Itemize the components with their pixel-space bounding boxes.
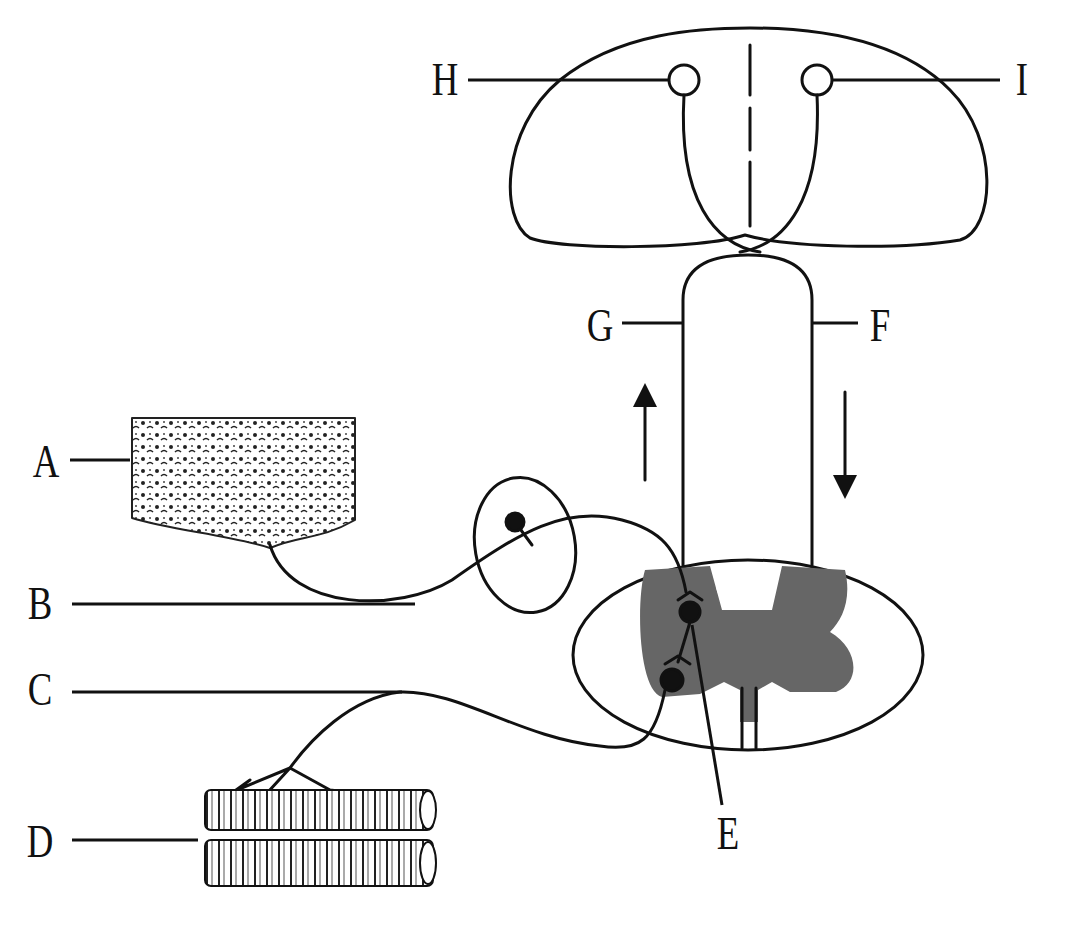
brain-midline bbox=[749, 45, 752, 226]
leader-line bbox=[692, 625, 722, 805]
part-letter: I bbox=[1016, 57, 1028, 103]
ascending-tract bbox=[683, 95, 760, 252]
part-letter: D bbox=[27, 819, 54, 865]
sensory-nerve bbox=[270, 516, 686, 601]
part-letter: F bbox=[870, 303, 890, 349]
brain-center-I bbox=[802, 65, 832, 95]
spinal-cord-section bbox=[573, 560, 923, 750]
leader-line bbox=[468, 79, 669, 82]
brain-center-H bbox=[669, 65, 699, 95]
muscle-fiber-end bbox=[420, 842, 436, 884]
muscle-fiber-end bbox=[420, 791, 436, 829]
brain-outline bbox=[510, 28, 987, 247]
part-letter: H bbox=[432, 57, 459, 103]
leader-line bbox=[72, 839, 198, 842]
part-letter: A bbox=[33, 439, 60, 485]
synapse bbox=[665, 656, 690, 664]
part-letter: C bbox=[28, 667, 53, 713]
descending-arrow bbox=[844, 392, 847, 487]
ventral-fissure bbox=[742, 688, 756, 748]
spinal-ganglion bbox=[464, 469, 586, 620]
part-letter: B bbox=[28, 581, 53, 627]
motor-neuron-body bbox=[661, 669, 683, 691]
interneuron-body bbox=[680, 602, 700, 622]
muscle-fiber bbox=[205, 840, 433, 886]
sensory-neuron-body bbox=[506, 513, 524, 531]
leader-line bbox=[72, 691, 402, 694]
leader-line bbox=[70, 459, 130, 462]
white-matter-gap bbox=[716, 563, 768, 607]
ascending-arrow bbox=[644, 395, 647, 480]
descending-tract bbox=[740, 95, 817, 252]
part-letter: E bbox=[717, 811, 739, 857]
skin-receptor bbox=[132, 418, 355, 548]
leader-line bbox=[812, 322, 858, 325]
leader-line bbox=[622, 322, 683, 325]
motor-nerve bbox=[290, 690, 665, 768]
muscle-fiber bbox=[205, 790, 433, 830]
leader-line bbox=[832, 79, 1000, 82]
leader-line bbox=[72, 603, 415, 606]
spinal-tract-column bbox=[683, 255, 812, 565]
synapse bbox=[678, 592, 702, 600]
part-letter: G bbox=[587, 303, 614, 349]
